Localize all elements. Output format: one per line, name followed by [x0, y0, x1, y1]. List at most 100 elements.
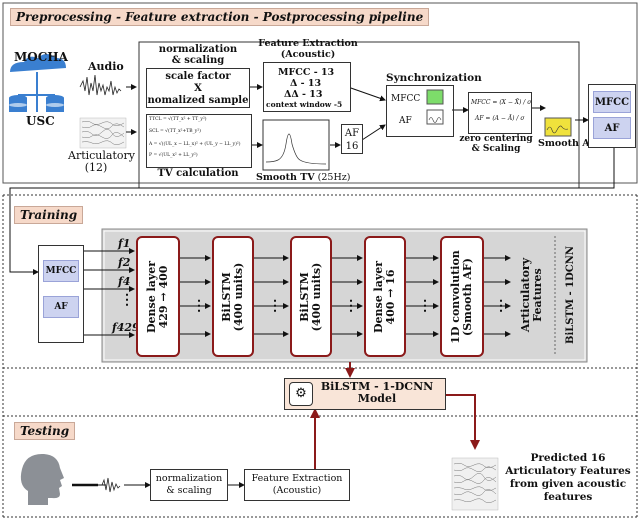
delta2-13: ΔΔ - 13 — [284, 89, 323, 100]
testing-fe-line2: (Acoustic) — [272, 485, 322, 496]
sync-box: MFCC AF — [386, 85, 454, 137]
speaker-head-icon — [20, 453, 64, 505]
normalization-title-line2: & scaling — [171, 55, 225, 66]
articulatory-traces — [79, 117, 127, 149]
feature-f429: f429 — [112, 321, 140, 334]
section-training-title: Training — [14, 206, 84, 224]
articulatory-text: Articulatory — [68, 149, 135, 162]
feature-extraction-title: Feature Extraction (Acoustic) — [256, 38, 360, 60]
fe-title-line2: (Acoustic) — [280, 49, 336, 60]
normalization-title: normalization & scaling — [146, 44, 250, 66]
dots-4: ⋮ — [418, 298, 432, 314]
af16-label: AF — [344, 128, 360, 139]
smooth-tv-rate: (25Hz) — [317, 172, 351, 183]
output-line2: Features — [531, 267, 544, 322]
output-af: AF — [593, 117, 631, 139]
scale-line-1: scale factor — [165, 71, 231, 82]
tv-formula-2: SCL = √(TT_x²+TB_y²) — [149, 129, 201, 134]
context-window: context window -5 — [266, 100, 343, 109]
block-bilstm-1: BiLSTM(400 units) — [212, 236, 254, 357]
sync-af: AF — [399, 116, 412, 126]
af16-box: AF 16 — [341, 124, 363, 154]
fe-title-line1: Feature Extraction — [258, 38, 358, 49]
feature-extraction-box: MFCC - 13 Δ - 13 ΔΔ - 13 context window … — [263, 62, 351, 112]
output-mfcc: MFCC — [593, 91, 631, 113]
audio-label: Audio — [88, 60, 124, 73]
feature-f1: f1 — [118, 237, 131, 250]
articulatory-count: (12) — [84, 161, 108, 174]
predicted-line1: Predicted 16 — [530, 452, 606, 464]
testing-fe-line1: Feature Extraction — [251, 473, 343, 484]
feature-f4: f4 — [118, 275, 131, 288]
smooth-tv-label: Smooth TV (25Hz) — [256, 172, 350, 183]
tv-formula-4: P = √(UL_x² + LL_y²) — [149, 153, 198, 158]
section-preprocessing-title: Preprocessing - Feature extraction - Pos… — [10, 8, 430, 26]
audio-waveform — [79, 74, 122, 96]
smooth-af-thumb — [544, 117, 572, 137]
block-conv1d: 1D convolution(Smooth AF) — [440, 236, 484, 357]
articulatory-label: Articulatory (12) — [68, 149, 135, 174]
synchronization-label: Synchronization — [386, 72, 482, 84]
preproc-output-box: MFCC AF — [588, 84, 636, 148]
formula-mfcc: MFCC = (X − X̄) / σ — [471, 99, 532, 106]
smooth-tv-plot — [262, 119, 330, 171]
usc-label: USC — [26, 114, 55, 128]
normalization-title-line1: normalization — [158, 44, 238, 55]
predicted-line2: Articulatory Features — [505, 465, 631, 477]
mfcc-13: MFCC - 13 — [278, 67, 335, 78]
testing-norm-line2: & scaling — [166, 485, 212, 496]
delta-13: Δ - 13 — [290, 78, 322, 89]
database-icon — [9, 54, 66, 112]
block-conv1d-line2: (Smooth AF) — [461, 257, 474, 336]
formula-af: AF = (A − Ā) / σ — [475, 115, 525, 122]
training-input-mfcc: MFCC — [43, 260, 79, 282]
block-dense-1-line2: 429 → 400 — [157, 265, 170, 328]
bilstm-1dcnn-tag-text: BiLSTM - 1DCNN — [565, 245, 576, 344]
bilstm-1dcnn-tag: BiLSTM - 1DCNN — [558, 236, 584, 353]
tv-formula-box: TTCL = √(TT_x² + TT_y²) SCL = √(TT_x²+TB… — [146, 114, 252, 168]
scale-factor-box: scale factor X nomalized sample — [146, 68, 250, 108]
tv-formula-1: TTCL = √(TT_x² + TT_y²) — [149, 117, 207, 122]
dots-2: ⋮ — [268, 298, 282, 314]
dots-1: ⋮ — [192, 298, 206, 314]
block-dense-2-line2: 400 → 16 — [384, 268, 397, 325]
formula-box: MFCC = (X − X̄) / σ AF = (A − Ā) / σ — [468, 92, 532, 134]
feature-f2: f2 — [118, 256, 131, 269]
testing-feature-extraction-box: Feature Extraction (Acoustic) — [244, 469, 350, 501]
predicted-line3: from given acoustic — [509, 478, 627, 490]
smooth-af-line1: Smooth — [538, 138, 579, 149]
model-subtitle: Model — [357, 392, 397, 405]
predicted-line4: features — [543, 491, 593, 503]
section-testing-title: Testing — [14, 422, 76, 440]
tv-calculation-label: TV calculation — [157, 168, 239, 179]
zero-centering-line1: zero centering — [459, 134, 533, 144]
predicted-traces — [451, 457, 499, 511]
model-box: ⚙ BiLSTM - 1-DCNN Model — [284, 378, 446, 410]
dots-5: ⋮ — [494, 298, 508, 314]
smooth-tv-text: Smooth TV — [256, 172, 315, 183]
block-bilstm-2: BiLSTM(400 units) — [290, 236, 332, 357]
predicted-features-label: Predicted 16 Articulatory Features from … — [498, 452, 638, 504]
zero-centering-line2: & Scaling — [471, 144, 521, 154]
training-input-box: MFCC AF — [38, 245, 84, 343]
testing-norm-line1: normalization — [155, 473, 223, 484]
testing-normalization-box: normalization & scaling — [150, 469, 228, 501]
model-title: BiLSTM - 1-DCNN — [320, 380, 434, 393]
dots-3: ⋮ — [344, 298, 358, 314]
mocha-label: MOCHA — [14, 50, 68, 64]
scale-line-3: nomalized sample — [147, 95, 249, 106]
feature-dots: ⋮ — [120, 292, 134, 308]
mfcc-spectrogram-thumb — [426, 89, 444, 105]
af16-count: 16 — [345, 141, 359, 152]
zero-centering-label: zero centering & Scaling — [456, 134, 536, 154]
training-input-af: AF — [43, 296, 79, 318]
brain-chip-icon: ⚙ — [289, 382, 313, 406]
block-bilstm-2-line2: (400 units) — [310, 262, 323, 331]
scale-line-2: X — [194, 83, 202, 94]
tv-formula-3: A = √((UL_x − LL_x)² + (UL_y − LL_y)²) — [149, 142, 241, 147]
sync-mfcc: MFCC — [391, 94, 421, 104]
